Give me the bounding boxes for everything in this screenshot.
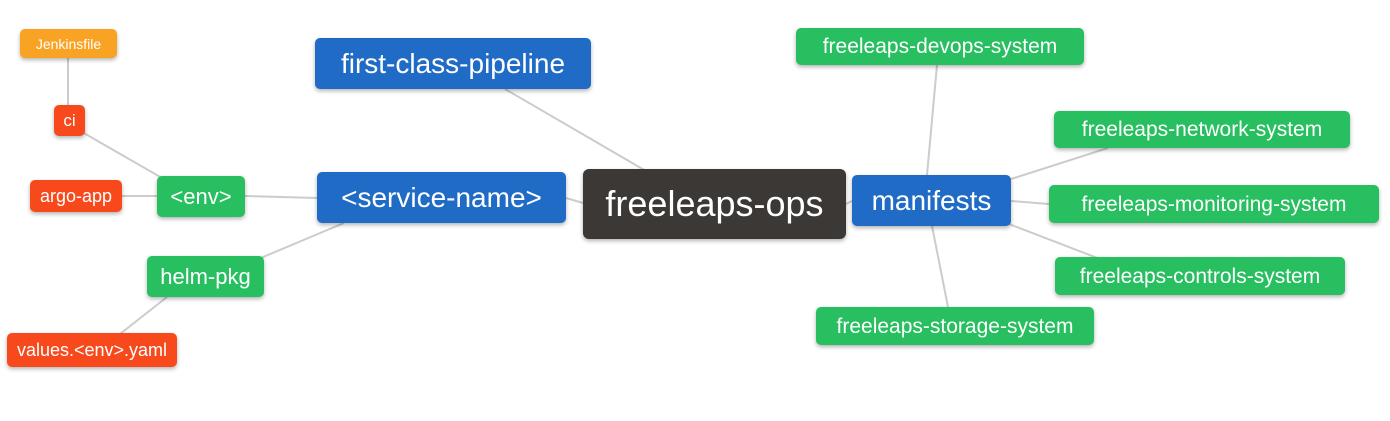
edge-manifests-devops [926,64,938,176]
edge-manifests-controls [1008,223,1101,260]
edge-manifests-network [1010,147,1109,180]
edge-helm-pkg-values [119,296,168,335]
node-ci[interactable]: ci [54,105,85,136]
edge-ops-service-name [565,197,584,204]
node-first-class-pipeline[interactable]: first-class-pipeline [315,38,591,89]
edge-env-ci [81,131,163,179]
edge-ops-manifests [845,200,853,205]
node-values-env-yaml[interactable]: values.<env>.yaml [7,333,177,367]
edge-manifests-monitoring [1010,200,1050,205]
node-service-name[interactable]: <service-name> [317,172,566,223]
node-manifests[interactable]: manifests [852,175,1011,226]
edge-service-name-helm-pkg [255,222,345,261]
node-jenkinsfile[interactable]: Jenkinsfile [20,29,117,58]
node-argo-app[interactable]: argo-app [30,180,122,212]
node-storage-system[interactable]: freeleaps-storage-system [816,307,1094,345]
node-network-system[interactable]: freeleaps-network-system [1054,111,1350,148]
node-freeleaps-ops[interactable]: freeleaps-ops [583,169,846,239]
node-env[interactable]: <env> [157,176,245,217]
edge-service-name-env [244,195,318,199]
edge-manifests-storage [931,225,949,308]
node-helm-pkg[interactable]: helm-pkg [147,256,264,297]
node-controls-system[interactable]: freeleaps-controls-system [1055,257,1345,295]
node-devops-system[interactable]: freeleaps-devops-system [796,28,1084,65]
edge-ops-first-class-pipeline [504,88,647,172]
node-monitoring-system[interactable]: freeleaps-monitoring-system [1049,185,1379,223]
